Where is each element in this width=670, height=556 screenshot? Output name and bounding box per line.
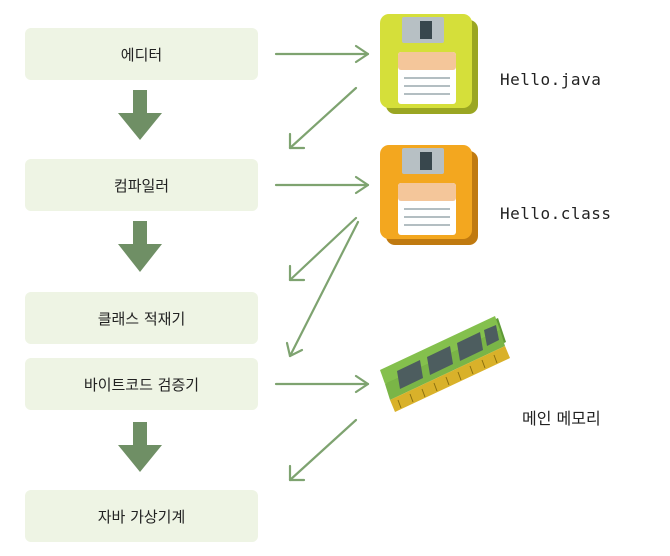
arrow-verifier-to-memory (274, 374, 370, 394)
floppy-disk-icon (380, 145, 478, 245)
down-arrow-icon (118, 90, 162, 140)
memory-label: 메인 메모리 (522, 409, 601, 428)
file-label-java: Hello.java (500, 70, 602, 89)
arrow-java-to-compiler (288, 86, 358, 150)
step-editor: 에디터 (25, 28, 258, 80)
floppy-disk-icon (380, 14, 478, 114)
step-compiler-label: 컴파일러 (113, 176, 170, 195)
step-jvm-label: 자바 가상기계 (97, 507, 186, 526)
arrow-compiler-to-class (274, 175, 370, 195)
memory-module-icon (380, 316, 510, 412)
step-bytecode-verifier-label: 바이트코드 검증기 (83, 375, 200, 394)
arrow-memory-to-jvm (288, 418, 358, 482)
arrow-editor-to-java (274, 44, 370, 64)
down-arrow-icon (118, 422, 162, 472)
step-compiler: 컴파일러 (25, 159, 258, 211)
step-editor-label: 에디터 (120, 45, 163, 64)
step-class-loader-label: 클래스 적재기 (97, 309, 186, 328)
down-arrow-icon (118, 221, 162, 272)
step-jvm: 자바 가상기계 (25, 490, 258, 542)
file-label-class: Hello.class (500, 204, 612, 223)
step-class-loader: 클래스 적재기 (25, 292, 258, 344)
arrow-class-to-verifier (285, 220, 360, 358)
arrow-class-to-loader (288, 216, 358, 282)
step-bytecode-verifier: 바이트코드 검증기 (25, 358, 258, 410)
